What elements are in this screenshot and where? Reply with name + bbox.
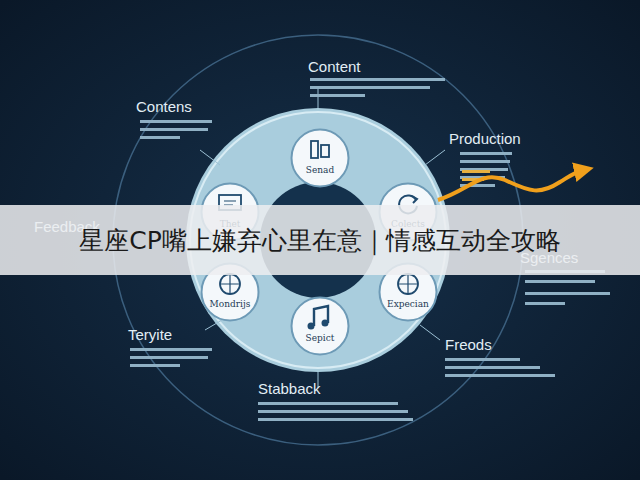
icon-part [311,141,318,158]
text-line [258,410,408,413]
icon-part [308,323,315,330]
text-line [310,86,430,89]
node-icon [311,141,329,158]
text-line [445,366,540,369]
text-line [460,160,510,163]
title-text: 星座CP嘴上嫌弃心里在意｜情感互动全攻略 [79,224,561,257]
trend-arrow [438,170,584,200]
section-heading: Content [308,58,361,75]
circle-shape [292,130,349,187]
leader-line [200,150,220,165]
text-line [525,292,610,295]
node-icon [220,274,240,294]
text-line [258,418,413,421]
icon-part [314,306,328,326]
text-line [525,280,595,283]
section-heading: Contens [136,98,192,115]
text-line [140,128,208,131]
icon-circle: Senad [290,128,350,188]
title-banner: 星座CP嘴上嫌弃心里在意｜情感互动全攻略 [0,205,640,275]
text-line [130,356,208,359]
text-line [140,136,180,139]
circle-outline [290,128,350,188]
leader-line [205,320,222,330]
icon-part [398,274,418,294]
section-heading: Stabback [258,380,321,397]
icon-part [220,274,240,294]
icon-part [220,274,240,294]
text-line [525,302,565,305]
section-heading: Production [449,130,521,147]
text-line [130,364,180,367]
node-label: Mondrijs [200,299,260,309]
text-line [130,348,212,351]
section-heading: Freods [445,336,492,353]
node-label: Sepict [290,333,350,343]
icon-part [321,145,329,157]
leader-line [425,150,445,165]
node-icon [398,274,418,294]
leader-line [420,325,440,340]
bar [462,170,490,173]
section-heading: Teryite [128,326,172,343]
circle-shape [292,298,349,355]
node-label: Senad [290,165,350,175]
text-line [140,120,212,123]
text-line [445,374,555,377]
circle-outline [290,296,350,356]
node-icon [308,306,329,330]
text-line [310,94,365,97]
node-label: Expecian [378,299,438,309]
icon-part [398,274,418,294]
leader-line [318,88,319,108]
icon-part [412,196,417,203]
text-line [310,78,445,81]
icon-circle: Sepict [290,296,350,356]
text-line [258,402,398,405]
icon-part [322,320,329,327]
text-line [445,358,520,361]
text-line [460,152,512,155]
